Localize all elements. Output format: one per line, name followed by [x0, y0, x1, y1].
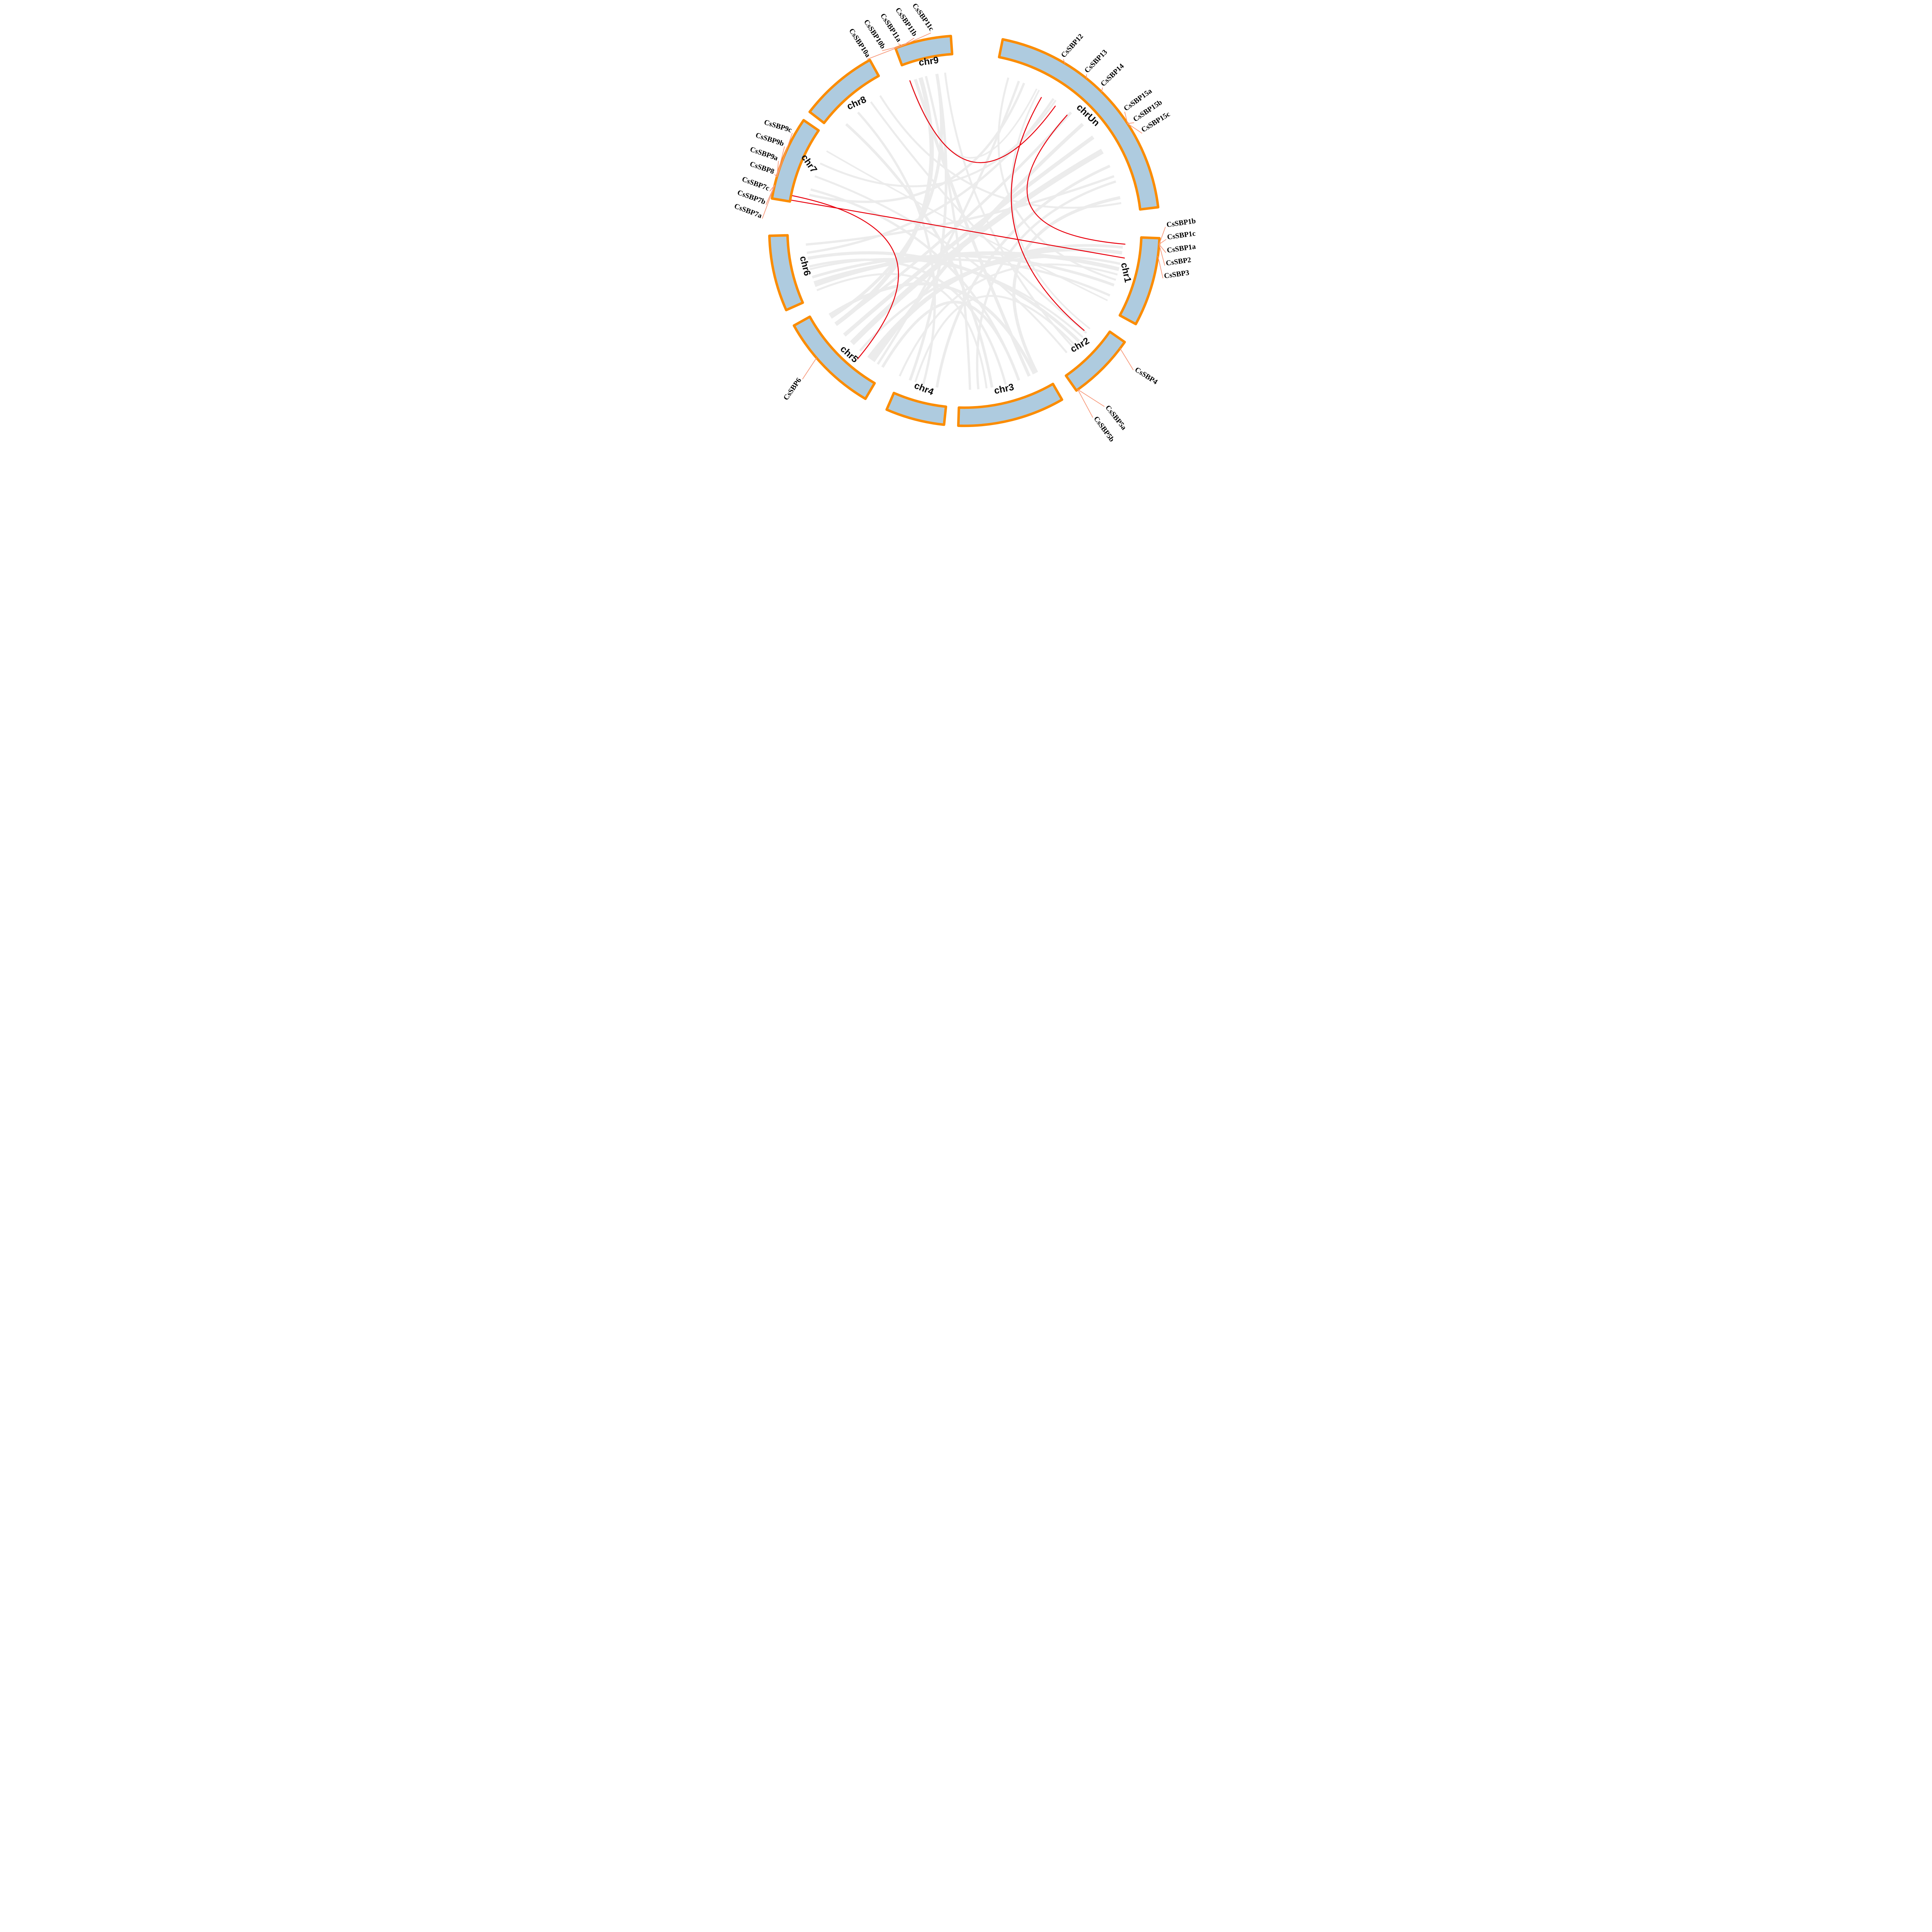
chromosome-arc-chr3	[957, 383, 1063, 427]
chromosome-arc-chr1	[1118, 236, 1161, 325]
gene-tick-CsSBP3	[1157, 256, 1163, 279]
gene-tick-CsSBP1b	[1158, 227, 1166, 245]
red-duplication-link-chr9-chrUn	[909, 80, 1056, 163]
synteny-ribbon	[935, 165, 1111, 388]
gene-label-CsSBP1a: CsSBP1a	[1167, 243, 1197, 255]
synteny-ribbon	[806, 98, 1054, 254]
gene-tick-CsSBP11b	[902, 38, 915, 46]
synteny-ribbon	[925, 76, 971, 390]
synteny-ribbon	[813, 258, 1111, 297]
synteny-ribbon	[997, 77, 1116, 281]
chromosome-label-chr1: chr1	[1119, 262, 1133, 283]
gene-label-CsSBP4: CsSBP4	[1133, 366, 1159, 386]
synteny-ribbon	[816, 273, 988, 389]
gene-tick-CsSBP9c	[776, 133, 793, 177]
chromosome-label-chr4: chr4	[913, 380, 935, 398]
synteny-ribbon	[814, 251, 1120, 287]
gene-tick-CsSBP9a	[776, 161, 779, 177]
red-duplication-link-chr7-chr5	[791, 195, 899, 360]
gene-label-CsSBP6: CsSBP6	[782, 376, 803, 402]
synteny-ribbon	[914, 295, 1076, 383]
gene-label-CsSBP9c: CsSBP9c	[763, 118, 793, 134]
synteny-ribbon	[870, 101, 1087, 334]
gene-tick-CsSBP9b	[776, 146, 785, 177]
circos-plot: CsSBP10aCsSBP10bCsSBP11aCsSBP11bCsSBP11c…	[733, 2, 1197, 444]
chromosome-arc-chrUn	[998, 38, 1160, 211]
red-duplication-link-chrUn-chr1	[1026, 114, 1126, 245]
gene-label-CsSBP3: CsSBP3	[1163, 269, 1190, 280]
chromosome-arc-chr4	[885, 391, 947, 426]
synteny-ribbon	[828, 282, 1036, 375]
gene-tick-CsSBP11a	[898, 43, 903, 46]
red-duplication-link-chr7-chr1	[791, 199, 1125, 259]
gene-label-CsSBP7c: CsSBP7c	[741, 175, 770, 192]
synteny-ribbon	[1010, 90, 1090, 330]
gene-tick-CsSBP11c	[902, 32, 931, 46]
gene-tick-CsSBP8	[774, 174, 777, 177]
gene-tick-CsSBP1a	[1158, 244, 1166, 253]
gene-tick-CsSBP10a	[867, 45, 903, 60]
synteny-ribbon	[843, 135, 1095, 337]
synteny-ribbon	[908, 73, 948, 381]
gene-label-CsSBP13: CsSBP13	[1083, 48, 1109, 75]
gene-tick-CsSBP7a	[762, 185, 775, 219]
gene-label-CsSBP9b: CsSBP9b	[755, 131, 785, 148]
gene-tick-CsSBP10b	[882, 45, 903, 51]
synteny-ribbon	[1012, 196, 1121, 373]
gene-tick-CsSBP2	[1158, 244, 1165, 266]
gene-tick-CsSBP15c	[1127, 123, 1143, 134]
synteny-ribbon	[879, 95, 1122, 209]
chromosome-label-chr9: chr9	[918, 55, 939, 68]
chromosome-label-chr3: chr3	[993, 382, 1015, 396]
synteny-ribbon	[881, 301, 1020, 381]
gene-tick-CsSBP6	[802, 357, 817, 379]
gene-label-CsSBP14: CsSBP14	[1099, 62, 1126, 88]
gene-label-CsSBP2: CsSBP2	[1165, 256, 1192, 267]
chromosome-arc-chr2	[1065, 330, 1126, 392]
gene-tick-CsSBP15a	[1124, 112, 1128, 124]
gene-label-CsSBP1b: CsSBP1b	[1166, 217, 1196, 229]
gene-tick-CsSBP15b	[1127, 122, 1134, 124]
gene-label-CsSBP1c: CsSBP1c	[1167, 230, 1196, 242]
gene-tick-CsSBP5b	[1077, 389, 1093, 418]
gene-label-CsSBP8: CsSBP8	[749, 160, 776, 176]
synteny-ribbon	[826, 150, 1108, 301]
synteny-ribbon	[810, 258, 1083, 338]
chromosome-arc-chr5	[793, 315, 876, 400]
synteny-ribbon	[835, 111, 1072, 326]
gene-tick-CsSBP12	[1063, 59, 1065, 64]
synteny-ribbon	[809, 82, 1026, 203]
chromosome-arc-chr8	[808, 59, 880, 124]
gene-tick-CsSBP4	[1119, 348, 1134, 370]
synteny-ribbon	[869, 244, 1123, 361]
chromosome-label-chr2: chr2	[1069, 335, 1091, 354]
gene-tick-CsSBP5a	[1077, 389, 1105, 407]
chromosome-arc-chr9	[894, 35, 954, 66]
gene-label-CsSBP9a: CsSBP9a	[749, 145, 779, 162]
gene-label-CsSBP7a: CsSBP7a	[733, 202, 763, 220]
chromosome-arc-chr6	[768, 234, 804, 311]
gene-label-CsSBP12: CsSBP12	[1060, 32, 1085, 60]
synteny-ribbon	[814, 175, 1068, 354]
gene-tick-CsSBP1c	[1158, 239, 1167, 245]
synteny-ribbon	[899, 263, 1118, 377]
red-duplication-link-chrUn-chr2	[1010, 97, 1085, 331]
